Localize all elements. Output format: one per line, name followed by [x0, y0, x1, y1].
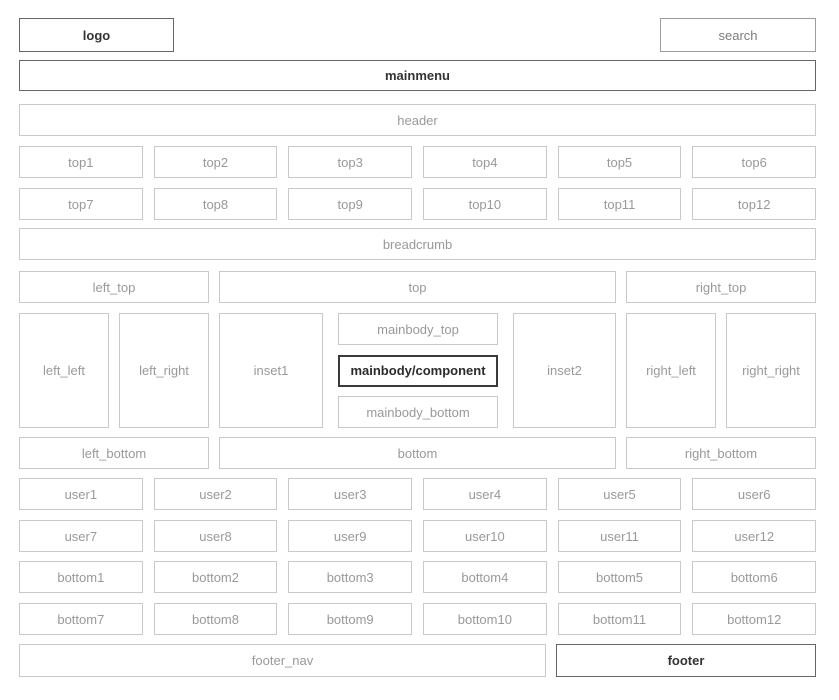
position-mainbody-top: mainbody_top [338, 313, 498, 345]
position-left-right: left_right [119, 313, 209, 428]
position-top11: top11 [557, 188, 682, 220]
position-top5: top5 [557, 146, 682, 178]
position-top6: top6 [692, 146, 817, 178]
position-bottom: bottom [219, 437, 616, 469]
lower-band-row: left_bottom bottom right_bottom [19, 437, 816, 469]
position-user8: user8 [153, 520, 278, 552]
position-bottom7: bottom7 [19, 603, 143, 635]
position-right-right: right_right [726, 313, 816, 428]
center-column-group: inset1 mainbody_top mainbody/component m… [219, 313, 616, 428]
top-positions-row-1: top1 top2 top3 top4 top5 top6 [19, 146, 817, 178]
position-top4: top4 [423, 146, 547, 178]
position-footer-nav: footer_nav [19, 644, 546, 677]
position-search: search [660, 18, 816, 52]
position-top12: top12 [692, 188, 817, 220]
position-breadcrumb: breadcrumb [19, 228, 816, 260]
breadcrumb-row: breadcrumb [19, 228, 816, 260]
position-top10: top10 [423, 188, 547, 220]
position-bottom9: bottom9 [288, 603, 413, 635]
position-bottom2: bottom2 [153, 561, 278, 593]
position-mainbody-bottom: mainbody_bottom [338, 396, 498, 428]
position-user10: user10 [423, 520, 547, 552]
position-bottom8: bottom8 [153, 603, 278, 635]
position-bottom3: bottom3 [288, 561, 413, 593]
template-position-preview: logo search mainmenu header top1 top2 to… [19, 0, 817, 677]
position-right-top: right_top [626, 271, 816, 303]
upper-band-row: left_top top right_top [19, 271, 816, 303]
position-user6: user6 [692, 478, 817, 510]
position-bottom10: bottom10 [423, 603, 547, 635]
position-left-top: left_top [19, 271, 209, 303]
position-bottom11: bottom11 [557, 603, 682, 635]
position-mainbody-component: mainbody/component [338, 354, 498, 387]
header-row: header [19, 104, 816, 136]
position-user11: user11 [557, 520, 682, 552]
position-bottom4: bottom4 [423, 561, 547, 593]
position-top7: top7 [19, 188, 143, 220]
position-left-left: left_left [19, 313, 109, 428]
position-header: header [19, 104, 816, 136]
position-user7: user7 [19, 520, 143, 552]
mainmenu-row: mainmenu [19, 60, 816, 91]
bottom-positions-row-2: bottom7 bottom8 bottom9 bottom10 bottom1… [19, 603, 817, 635]
position-logo: logo [19, 18, 174, 52]
position-footer: footer [556, 644, 816, 677]
branding-row: logo search [19, 18, 816, 52]
position-inset1: inset1 [219, 313, 323, 428]
position-top9: top9 [288, 188, 413, 220]
position-user1: user1 [19, 478, 143, 510]
bottom-positions-row-1: bottom1 bottom2 bottom3 bottom4 bottom5 … [19, 561, 817, 593]
position-left-bottom: left_bottom [19, 437, 209, 469]
user-positions-row-2: user7 user8 user9 user10 user11 user12 [19, 520, 817, 552]
position-top3: top3 [288, 146, 413, 178]
position-user5: user5 [557, 478, 682, 510]
position-user9: user9 [288, 520, 413, 552]
position-mainmenu: mainmenu [19, 60, 816, 91]
position-bottom1: bottom1 [19, 561, 143, 593]
position-user3: user3 [288, 478, 413, 510]
position-inset2: inset2 [513, 313, 616, 428]
position-user4: user4 [423, 478, 547, 510]
position-right-bottom: right_bottom [626, 437, 816, 469]
main-band-row: left_left left_right inset1 mainbody_top… [19, 313, 816, 428]
position-top2: top2 [153, 146, 278, 178]
position-user2: user2 [153, 478, 278, 510]
right-column-group: right_left right_right [626, 313, 816, 428]
position-top8: top8 [153, 188, 278, 220]
mainbody-stack: mainbody_top mainbody/component mainbody… [338, 313, 498, 428]
top-positions-row-2: top7 top8 top9 top10 top11 top12 [19, 188, 817, 220]
user-positions-row-1: user1 user2 user3 user4 user5 user6 [19, 478, 817, 510]
footer-row: footer_nav footer [19, 644, 816, 677]
position-bottom5: bottom5 [557, 561, 682, 593]
position-top: top [219, 271, 616, 303]
position-top1: top1 [19, 146, 143, 178]
position-bottom6: bottom6 [692, 561, 817, 593]
position-right-left: right_left [626, 313, 716, 428]
left-column-group: left_left left_right [19, 313, 209, 428]
position-bottom12: bottom12 [692, 603, 817, 635]
position-user12: user12 [692, 520, 817, 552]
